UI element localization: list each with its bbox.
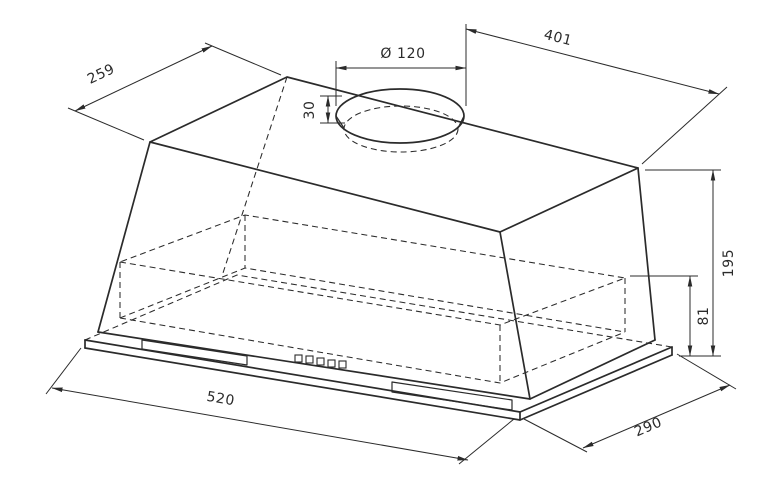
duct-collar-base-ellipse [343,105,459,153]
base-panel [84,339,673,421]
back-slant-edge [222,76,288,274]
duct-collar [335,88,465,144]
inner-liner-top-rect [117,214,628,326]
body-bottom-edges [97,331,656,400]
control-button [327,359,336,368]
dim-label-duct-diameter: Ø 120 [380,46,425,62]
hidden-edges [84,76,673,384]
control-button [294,354,303,363]
right-slant-edge [637,167,656,341]
control-button [338,360,347,369]
base-panel-back-edges [84,274,673,348]
lamp-left [141,339,248,366]
lamps [141,339,513,411]
dim-line-top-depth [74,45,213,112]
dim-label-top-length: 401 [542,27,574,50]
top-face [149,76,639,233]
dim-label-collar-height: 30 [302,100,318,119]
left-slant-edge [97,141,151,333]
control-buttons [294,354,347,369]
dim-label-overall-depth: 290 [632,414,665,440]
dim-label-overall-width: 520 [205,389,236,410]
front-slant-edge [499,231,531,400]
dim-label-top-depth: 259 [85,61,118,88]
duct-collar-rim [335,88,465,144]
control-button [316,357,325,366]
base-panel-corner-edges [84,339,673,421]
dim-line-overall-depth [582,384,731,449]
dim-line-top-length [465,28,720,95]
hood-outline [97,76,656,400]
dimension-annotations: Ø 120 401 259 30 195 81 520 290 [45,24,737,465]
control-button [305,355,314,364]
dim-line-overall-width [51,387,469,461]
dim-label-lower-height: 81 [696,306,712,325]
dim-label-overall-height: 195 [721,249,737,278]
duct-collar-sides [335,115,465,129]
inner-liner-bottom-rect [119,267,626,384]
